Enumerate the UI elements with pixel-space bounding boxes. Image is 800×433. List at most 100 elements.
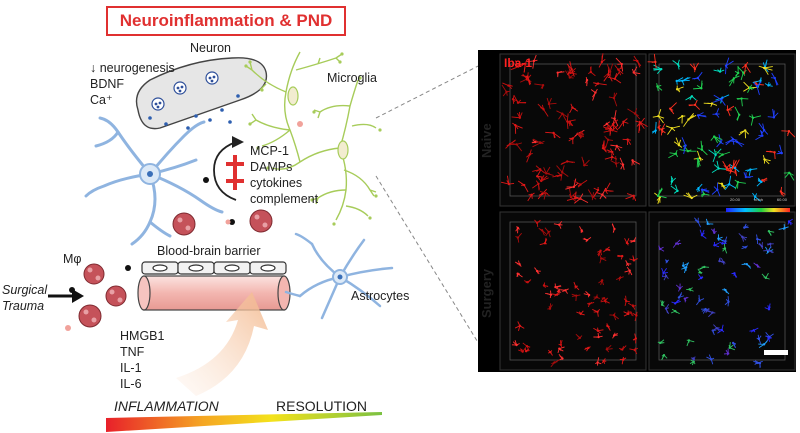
cell-speck	[686, 339, 695, 347]
cell-speck	[632, 55, 642, 68]
cell-speck	[543, 166, 554, 176]
cell-speck	[514, 321, 525, 331]
cell-speck	[568, 120, 574, 127]
cell-speck	[623, 295, 631, 307]
cell-speck	[703, 102, 718, 107]
cell-speck	[632, 311, 638, 322]
cell-speck	[605, 344, 613, 353]
cell-speck	[573, 281, 580, 291]
cell-speck	[614, 64, 624, 76]
cell-speck	[688, 99, 701, 110]
label-neurogenesis: ↓ neurogenesis	[90, 61, 175, 75]
label-complement: complement	[250, 192, 319, 206]
cell-speck	[741, 61, 751, 75]
label-neuron: Neuron	[190, 41, 231, 55]
cell-speck	[697, 140, 708, 156]
gradient-bar	[106, 412, 382, 432]
cell-speck	[716, 324, 725, 334]
colorbar-labels: 20.00 hhhh 60.00	[730, 197, 787, 202]
cell-speck	[553, 220, 563, 229]
cell-speck	[538, 227, 547, 236]
microglia-graphic	[245, 51, 377, 221]
cycle-arrow	[213, 141, 237, 201]
cell-speck	[618, 345, 627, 351]
cell-speck	[629, 255, 638, 262]
cell-speck	[699, 265, 710, 270]
cell-speck	[670, 184, 679, 194]
cell-speck	[575, 333, 583, 340]
cell-speck	[657, 339, 665, 345]
cell-speck	[783, 171, 795, 181]
label-inflammation: INFLAMMATION	[114, 398, 219, 414]
cell-speck	[696, 294, 705, 306]
cell-speck	[537, 103, 549, 117]
cell-speck	[595, 357, 602, 366]
zoom-line-bottom	[375, 175, 480, 347]
cell-speck	[690, 356, 696, 361]
cell-speck	[500, 175, 515, 186]
cell-speck	[675, 85, 684, 93]
cell-speck	[532, 180, 540, 191]
cell-speck	[737, 66, 747, 81]
label-hmgb1: HMGB1	[120, 329, 165, 343]
cell-speck	[606, 323, 611, 331]
cell-speck	[713, 241, 720, 248]
cell-speck	[651, 121, 657, 134]
blood-vessel	[137, 275, 291, 311]
cell-speck	[590, 88, 598, 101]
cell-speck	[515, 232, 523, 243]
cell-speck	[681, 137, 687, 155]
cell-speck	[545, 290, 553, 299]
cell-speck	[627, 108, 641, 120]
cell-speck	[603, 246, 611, 253]
cell-speck	[629, 237, 637, 243]
cell-speck	[741, 262, 752, 269]
cell-speck	[758, 65, 773, 75]
cell-speck	[513, 94, 527, 104]
cell-speck	[584, 346, 591, 352]
cell-speck	[598, 279, 604, 286]
cell-speck	[712, 108, 720, 118]
colorbar-label-max: 60.00	[776, 197, 787, 202]
cell-speck	[683, 192, 698, 200]
cell-speck	[551, 289, 561, 297]
cell-speck	[554, 283, 562, 290]
cell-speck	[660, 123, 666, 136]
cell-speck	[610, 156, 620, 168]
cell-speck	[578, 130, 585, 139]
cell-speck	[601, 140, 607, 153]
cell-speck	[653, 64, 663, 74]
cell-speck	[523, 279, 532, 284]
cell-speck	[689, 62, 699, 73]
cell-speck	[696, 112, 707, 119]
cell-speck	[741, 245, 748, 250]
cell-speck	[566, 61, 575, 77]
cell-speck	[724, 296, 730, 307]
cell-speck	[738, 129, 749, 139]
cell-speck	[632, 333, 638, 344]
microscopy-figure: 20.00 hhhh 60.00 Iba-1	[478, 50, 796, 372]
cell-speck	[622, 138, 632, 145]
cell-speck	[592, 308, 601, 317]
cell-speck	[778, 224, 789, 231]
cell-speck	[581, 156, 590, 167]
cell-speck	[534, 83, 545, 89]
cell-speck	[557, 346, 565, 353]
cell-speck	[544, 227, 551, 238]
microscopy-panels	[499, 53, 796, 371]
cell-speck	[514, 260, 522, 267]
cell-speck	[767, 108, 779, 119]
cell-speck	[532, 138, 545, 148]
label-trauma: Trauma	[2, 299, 45, 313]
label-cytokines: cytokines	[250, 176, 303, 190]
upward-arrow	[176, 292, 268, 396]
label-bdnf: BDNF	[90, 77, 125, 91]
schematic-diagram	[48, 51, 480, 432]
cell-speck	[604, 182, 614, 195]
row-label-surgery: Surgery	[479, 268, 494, 318]
cell-speck	[527, 192, 535, 202]
cell-speck	[546, 97, 557, 110]
cell-speck	[711, 160, 727, 174]
cell-speck	[612, 332, 618, 339]
cell-speck	[560, 160, 575, 166]
